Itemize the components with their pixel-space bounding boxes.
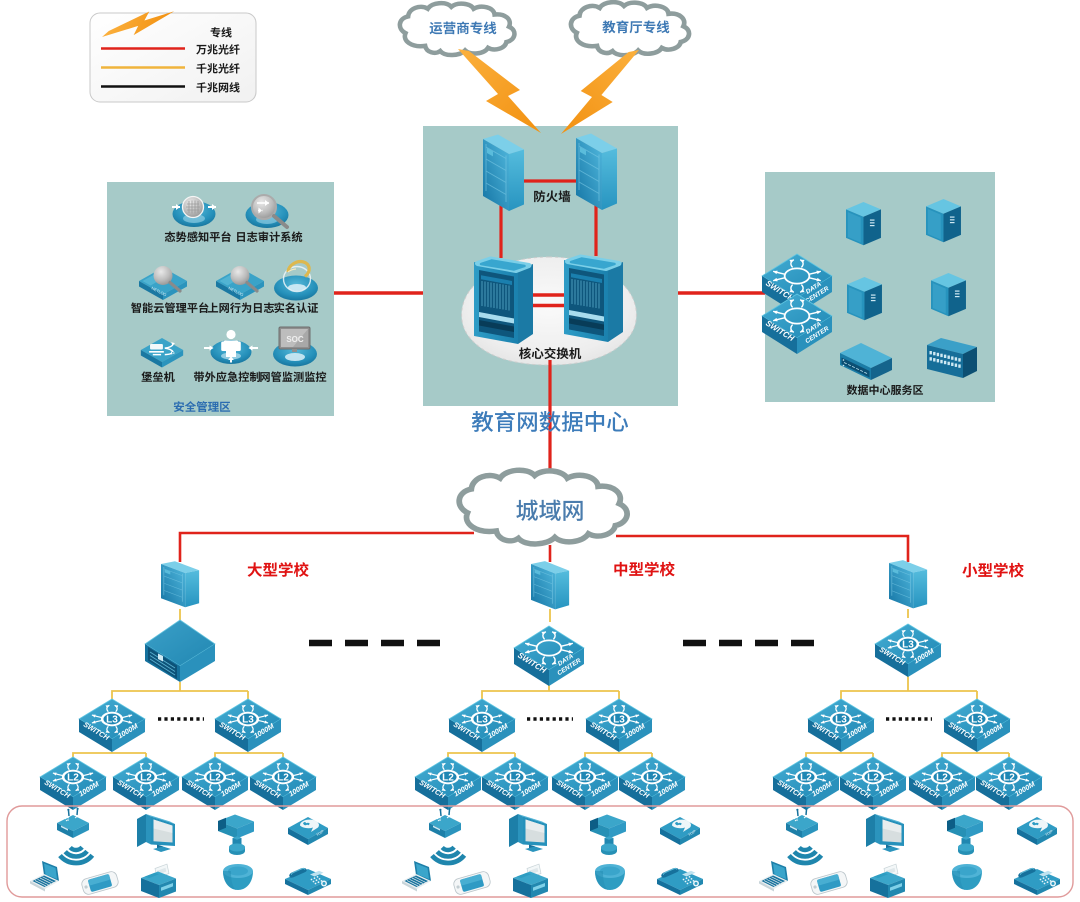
- svg-text:SOC: SOC: [286, 335, 304, 344]
